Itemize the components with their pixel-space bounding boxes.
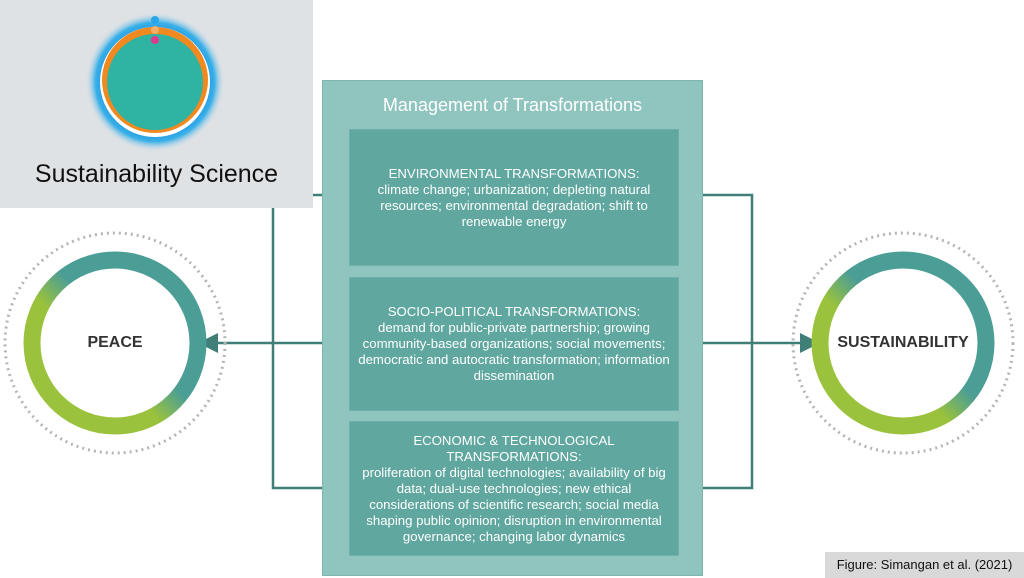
- sustainability-label: SUSTAINABILITY: [837, 334, 969, 351]
- management-panel: Management of Transformations ENVIRONMEN…: [322, 80, 703, 576]
- box-text: climate change; urbanization; depleting …: [377, 181, 651, 229]
- logo-title: Sustainability Science: [34, 160, 279, 188]
- panel-title: Management of Transformations: [382, 95, 643, 115]
- sustainability-circle: [791, 231, 1015, 455]
- box-heading: SOCIO-POLITICAL TRANSFORMATIONS:: [387, 304, 641, 319]
- environmental-box: ENVIRONMENTAL TRANSFORMATIONS:climate ch…: [349, 129, 679, 266]
- box-text: proliferation of digital technologies; a…: [362, 464, 666, 544]
- box-heading: ECONOMIC & TECHNOLOGICAL TRANSFORMATIONS…: [413, 432, 615, 464]
- globe-icon: [85, 12, 225, 152]
- box-text: demand for public-private partnership; g…: [358, 320, 670, 383]
- peace-label: PEACE: [87, 334, 143, 351]
- figure-caption: Figure: Simangan et al. (2021): [825, 552, 1024, 578]
- peace-circle: [3, 231, 227, 455]
- socio-political-box: SOCIO-POLITICAL TRANSFORMATIONS:demand f…: [349, 277, 679, 411]
- box-heading: ENVIRONMENTAL TRANSFORMATIONS:: [388, 165, 640, 181]
- journal-logo: Sustainability Science: [0, 0, 313, 208]
- economic-technological-box: ECONOMIC & TECHNOLOGICAL TRANSFORMATIONS…: [349, 421, 679, 556]
